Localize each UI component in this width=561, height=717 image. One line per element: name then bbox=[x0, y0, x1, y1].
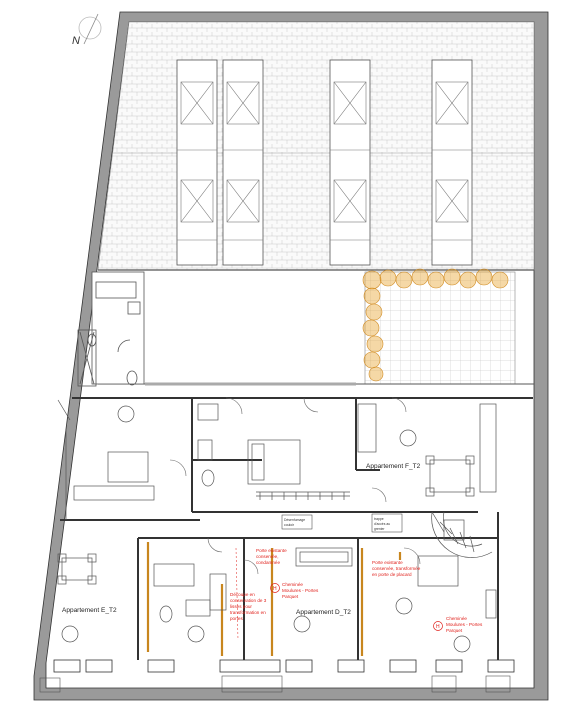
note-feature-d: H Cheminée Moulures - Portes Parquet bbox=[270, 582, 319, 599]
apartment-e-label: Appartement E_T2 bbox=[62, 607, 117, 614]
heritage-marker-icon bbox=[270, 583, 280, 593]
apartment-d-label: Appartement D_T2 bbox=[296, 609, 351, 616]
door-swings bbox=[169, 397, 421, 575]
furniture-east-room bbox=[395, 555, 497, 653]
skylights bbox=[176, 59, 473, 266]
svg-text:Désenfumage: Désenfumage bbox=[284, 518, 305, 522]
svg-text:Découpe en: Découpe en bbox=[230, 592, 255, 597]
svg-text:transformation en: transformation en bbox=[230, 610, 266, 615]
svg-text:Porte existante: Porte existante bbox=[372, 560, 403, 565]
interior-walls bbox=[60, 397, 533, 660]
svg-text:Moulures - Portes: Moulures - Portes bbox=[282, 588, 319, 593]
svg-text:Parquet: Parquet bbox=[446, 628, 463, 633]
apartment-f-label: Appartement F_T2 bbox=[366, 463, 421, 470]
note-attic-hatch: trappe d'accès au grenier bbox=[371, 513, 403, 533]
north-label: N bbox=[72, 35, 80, 47]
svg-text:Cheminée: Cheminée bbox=[282, 582, 303, 587]
svg-text:H: H bbox=[273, 586, 277, 592]
furniture-apartment-e bbox=[57, 399, 155, 643]
note-feature-f: H Cheminée Moulures - Portes Parquet bbox=[433, 616, 483, 633]
skylight-panes bbox=[177, 81, 472, 241]
svg-text:couloir: couloir bbox=[284, 523, 295, 527]
svg-text:Cheminée: Cheminée bbox=[446, 616, 467, 621]
svg-text:Parquet: Parquet bbox=[282, 594, 299, 599]
svg-text:conservation de 3: conservation de 3 bbox=[230, 598, 267, 603]
svg-text:en porte de placard: en porte de placard bbox=[372, 572, 412, 577]
svg-text:lisses pour: lisses pour bbox=[230, 604, 252, 609]
timber-partitions bbox=[146, 542, 402, 656]
svg-text:Moulures - Portes: Moulures - Portes bbox=[446, 622, 483, 627]
note-stair-cupboard: Désenfumage couloir bbox=[281, 514, 313, 530]
svg-text:condamnée: condamnée bbox=[256, 560, 280, 565]
svg-text:portes: portes bbox=[230, 616, 243, 621]
svg-text:d'accès au: d'accès au bbox=[374, 522, 390, 526]
note-door-condemned: Porte existante conservée, condamnée bbox=[256, 548, 287, 565]
svg-text:grenier: grenier bbox=[374, 527, 385, 531]
svg-text:conservée,: conservée, bbox=[256, 554, 278, 559]
facade-windows bbox=[53, 659, 515, 673]
facade-balcony-rails bbox=[39, 675, 511, 693]
north-arrow-icon: N bbox=[72, 13, 102, 47]
note-cutout: Découpe en conservation de 3 lisses pour… bbox=[230, 592, 267, 621]
svg-text:Porte existante: Porte existante bbox=[256, 548, 287, 553]
staircase bbox=[431, 511, 493, 558]
svg-text:H: H bbox=[436, 624, 440, 630]
furniture-apartment-f bbox=[197, 403, 497, 500]
courtyard-paving bbox=[364, 271, 516, 385]
note-door-placard: Porte existante conservée, transformée e… bbox=[372, 560, 421, 577]
svg-text:conservée, transformée: conservée, transformée bbox=[372, 566, 421, 571]
furniture-apartment-d bbox=[153, 547, 353, 643]
service-block bbox=[77, 271, 145, 387]
cutout-indicator bbox=[235, 547, 239, 641]
heritage-marker-icon bbox=[433, 621, 443, 631]
courtyard-trees bbox=[362, 268, 509, 382]
svg-text:trappe: trappe bbox=[374, 517, 384, 521]
